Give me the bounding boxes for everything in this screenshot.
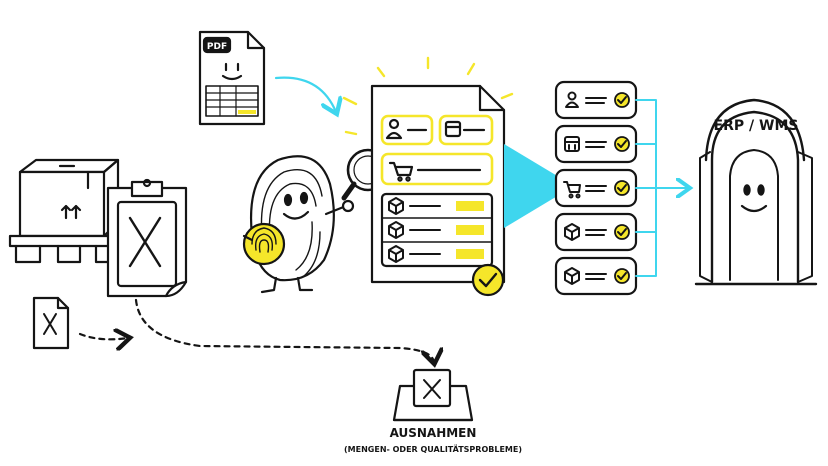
check-icon [614,224,630,240]
line-item-row [388,221,484,239]
output-card [564,136,630,152]
pdf-to-document-arrow [274,76,336,112]
pdf-invoice [198,30,266,126]
box-icon [388,245,404,263]
output-card [563,180,630,199]
output-card [564,223,630,241]
doc-dashed-arrow [78,334,128,339]
pallet-boxes [8,158,134,264]
pdf-badge: PDF [207,42,227,52]
verified-badge [471,263,505,297]
output-card-contents [563,91,630,285]
output-cards [554,80,638,296]
check-icon [614,268,630,284]
fingerprint-coin [242,222,286,266]
check-icon [614,92,630,108]
line-item-highlight [456,225,484,235]
box-icon [388,197,404,215]
output-card [565,91,630,108]
clipboard-to-exceptions-arrow [134,298,434,362]
clipboard-rejected [106,178,188,298]
line-item-highlight [456,249,484,259]
erp-label: ERP / WMS [714,118,799,134]
output-card [564,267,630,285]
box-icon [564,223,580,241]
document-line-items [388,197,484,263]
box-icon [564,267,580,285]
cards-connector [635,99,688,277]
check-icon [614,180,630,196]
line-item-row [388,245,484,263]
exceptions-title: AUSNAHMEN [390,426,477,440]
rejected-document [32,296,70,350]
check-icon [614,136,630,152]
cart-icon [563,181,581,199]
calendar-icon [564,136,580,152]
box-icon [388,221,404,239]
exceptions-subtitle: (MENGEN- ODER QUALITÄTSPROBLEME) [344,444,522,454]
exceptions-tray [392,368,474,422]
person-icon [565,91,579,108]
erp-gate [694,98,818,286]
line-item-row [388,197,484,215]
line-item-highlight [456,201,484,211]
